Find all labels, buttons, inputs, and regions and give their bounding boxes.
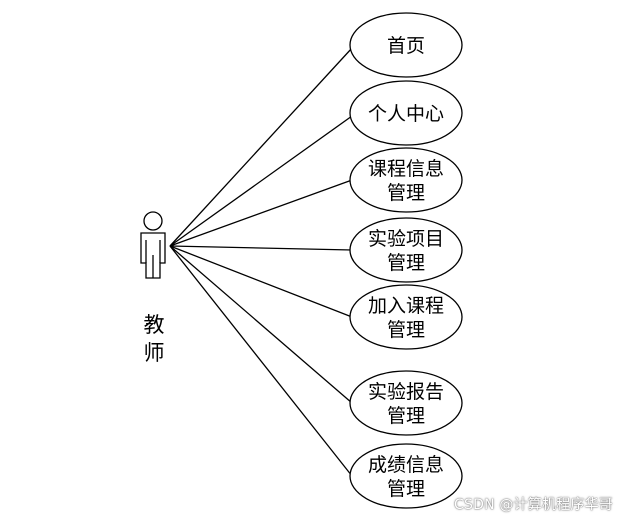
actor-label-line1: 教 — [144, 313, 165, 337]
association-line-grade-info — [169, 245, 353, 477]
association-line-course-info — [169, 179, 353, 247]
use-case-label-line2: 管理 — [387, 252, 425, 274]
use-case-label-line1: 成绩信息 — [368, 454, 444, 476]
use-case-personal-center[interactable]: 个人中心 — [349, 80, 463, 146]
actor-head — [143, 211, 163, 231]
use-case-experiment-report-management[interactable]: 实验报告 管理 — [349, 370, 463, 436]
use-case-label-line1: 实验项目 — [368, 228, 444, 250]
use-case-label-line2: 管理 — [387, 319, 425, 341]
association-line-experiment-project — [169, 245, 353, 251]
use-case-ellipse — [349, 370, 463, 436]
use-case-label: 个人中心 — [368, 103, 444, 125]
use-case-ellipse — [349, 284, 463, 350]
use-case-label-line2: 管理 — [387, 405, 425, 427]
use-case-label-line1: 课程信息 — [368, 158, 444, 180]
use-case-experiment-project-management[interactable]: 实验项目 管理 — [349, 217, 463, 283]
use-case-ellipse — [349, 443, 463, 509]
actor-label-line2: 师 — [144, 341, 165, 365]
use-case-ellipse — [349, 12, 463, 78]
use-case-ellipse — [349, 80, 463, 146]
use-case-join-course-management[interactable]: 加入课程 管理 — [349, 284, 463, 350]
association-line-experiment-report — [169, 245, 353, 404]
associations — [169, 47, 353, 477]
use-case-course-info-management[interactable]: 课程信息 管理 — [349, 147, 463, 213]
use-case-label: 首页 — [387, 35, 425, 57]
use-case-ellipse — [349, 217, 463, 283]
use-case-grade-info-management[interactable]: 成绩信息 管理 — [349, 443, 463, 509]
association-line-home — [169, 47, 353, 247]
association-line-join-course — [169, 245, 353, 318]
association-line-personal-center — [169, 115, 353, 247]
use-case-ellipse — [349, 147, 463, 213]
actor-figure — [140, 211, 166, 279]
use-case-label-line1: 实验报告 — [368, 381, 444, 403]
use-case-label-line2: 管理 — [387, 182, 425, 204]
use-case-label-line2: 管理 — [387, 478, 425, 500]
use-case-label-line1: 加入课程 — [368, 295, 444, 317]
watermark: CSDN @计算机程序华哥 — [454, 497, 613, 513]
use-case-home[interactable]: 首页 — [349, 12, 463, 78]
